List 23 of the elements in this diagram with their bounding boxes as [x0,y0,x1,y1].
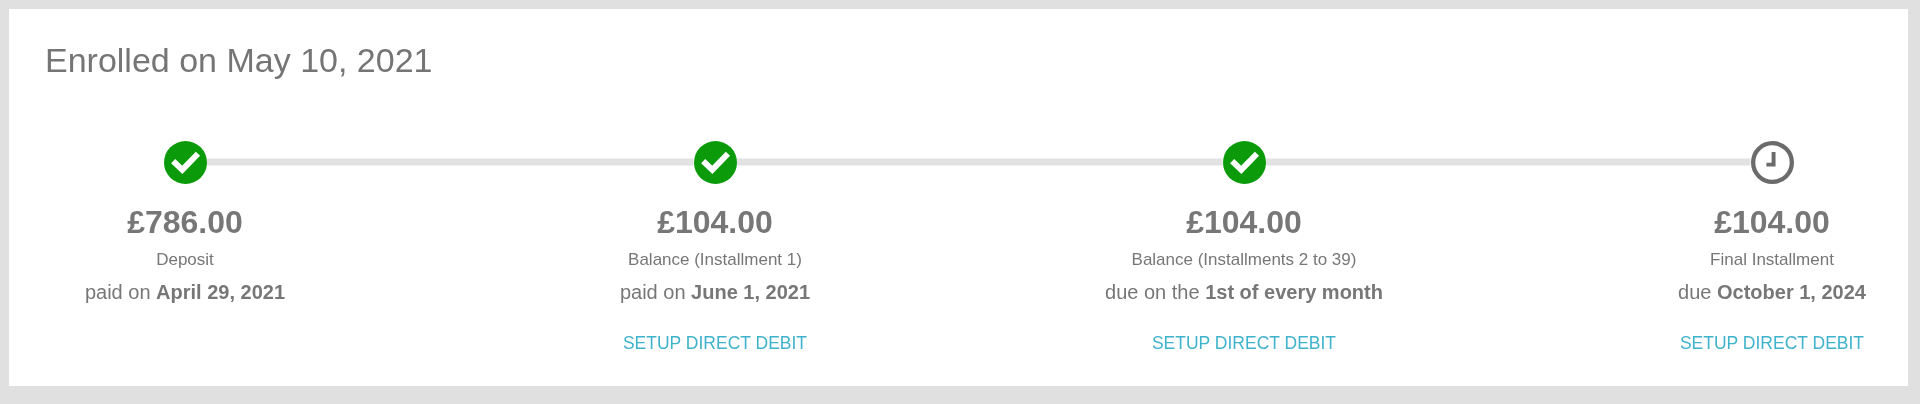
timeline-line [1265,158,1751,166]
payment-date-text: due on the 1st of every month [1105,280,1383,305]
payment-type-text: Deposit [156,249,214,271]
check-circle-icon [1222,140,1266,184]
action-link: SETUP DIRECT DEBIT [1679,332,1865,355]
payment-type-text: Final Installment [1710,249,1834,271]
payment-date-text: paid on June 1, 2021 [619,280,811,305]
action-link: SETUP DIRECT DEBIT [1151,332,1337,355]
action-link: SETUP DIRECT DEBIT [622,332,808,355]
check-circle-icon [163,140,207,184]
payment-date-text: due October 1, 2024 [1678,280,1866,305]
amount-text: £104.00 [1714,204,1830,240]
timeline-line [206,158,694,166]
amount-text: £104.00 [1186,204,1302,240]
payment-type-text: Balance (Installment 1) [628,249,802,271]
timeline-line [736,158,1223,166]
amount-text: £104.00 [657,204,773,240]
amount-text: £786.00 [127,204,243,240]
payment-date-text: paid on April 29, 2021 [84,280,286,305]
payment-type-text: Balance (Installments 2 to 39) [1131,249,1357,271]
clock-icon [1750,140,1794,184]
check-circle-icon [693,140,737,184]
enrollment-title: Enrolled on May 10, 2021 [45,40,433,80]
